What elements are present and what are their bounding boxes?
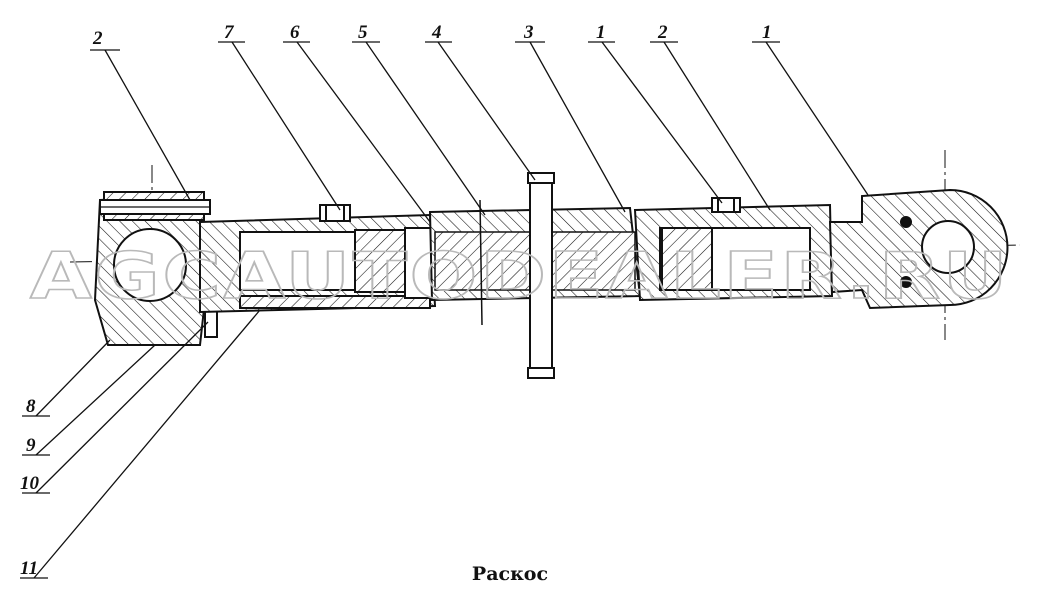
callout-1-middle: 1 — [596, 22, 606, 43]
left-eye-bore — [113, 228, 187, 302]
right-eye-bolt-top — [900, 216, 912, 228]
left-sleeve — [239, 295, 431, 309]
grease-fitting-right — [711, 197, 741, 213]
callout-2-right: 2 — [657, 22, 668, 43]
callout-3: 3 — [523, 22, 534, 43]
callout-4: 4 — [431, 22, 442, 43]
callout-1-right: 1 — [762, 22, 772, 43]
right-eye-bolt-bottom — [900, 276, 912, 288]
callout-10: 10 — [20, 473, 40, 494]
callout-6: 6 — [290, 22, 300, 43]
callout-2-top-left: 2 — [92, 28, 103, 49]
callout-11: 11 — [20, 558, 38, 579]
right-eye-end — [828, 188, 1009, 310]
drawing-caption: Раскос — [471, 563, 549, 585]
callout-7: 7 — [224, 22, 235, 43]
left-bushing — [354, 229, 406, 293]
tube-bore-left — [239, 231, 356, 291]
callout-9: 9 — [26, 435, 36, 456]
callout-5: 5 — [358, 22, 368, 43]
section-line — [479, 199, 483, 326]
right-bushing — [661, 227, 713, 291]
callout-8: 8 — [26, 396, 36, 417]
right-eye-bore — [921, 220, 975, 274]
watermark: AGCAUTODEALER.RU — [30, 240, 1010, 314]
grease-fitting-left — [319, 204, 351, 222]
